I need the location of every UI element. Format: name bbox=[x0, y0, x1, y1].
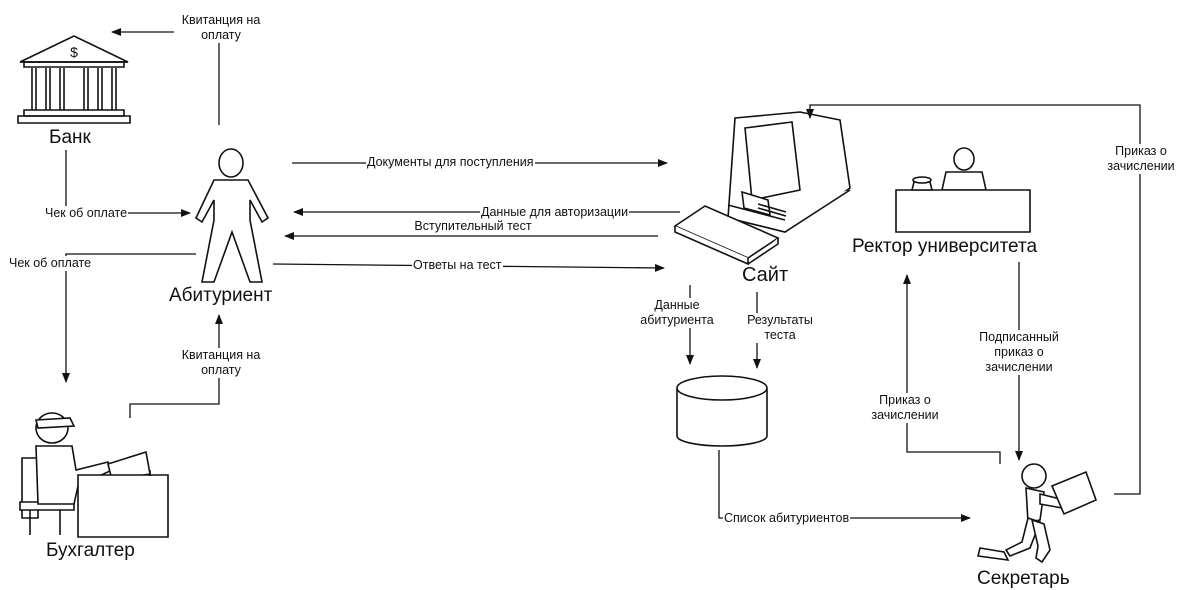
computer-icon bbox=[675, 112, 850, 264]
applicant-icon bbox=[196, 149, 268, 282]
edge-label-payment-check-accountant: Чек об оплате bbox=[8, 256, 93, 271]
edge-label-payment-check-bank: Чек об оплате bbox=[44, 206, 129, 221]
rector-icon bbox=[896, 148, 1030, 232]
edge-label-receipt-to-bank: Квитанция на оплату bbox=[174, 13, 268, 43]
applicant-label: Абитуриент bbox=[169, 285, 273, 306]
connectors bbox=[62, 28, 1140, 522]
edge-label-test-results: Результаты теста bbox=[736, 313, 824, 343]
edge-label-order-to-site: Приказ о зачислении bbox=[1090, 144, 1186, 174]
accountant-icon bbox=[20, 413, 168, 537]
edge-order-to-rector bbox=[903, 274, 1000, 464]
edge-check-to-accountant bbox=[62, 254, 196, 383]
edge-order-to-site bbox=[806, 105, 1140, 494]
secretary-label: Секретарь bbox=[977, 568, 1070, 589]
edge-check-bank-to-applicant bbox=[66, 150, 191, 217]
edge-label-applicant-list: Список абитуриентов bbox=[723, 511, 851, 526]
edge-label-entrance-test: Вступительный тест bbox=[408, 219, 538, 234]
edge-label-auth-data: Данные для авторизации bbox=[480, 205, 630, 220]
edge-applicant-list bbox=[719, 450, 971, 522]
edge-label-receipt-from-accountant: Квитанция на оплату bbox=[174, 348, 268, 378]
bank-icon bbox=[18, 35, 130, 123]
bank-label: Банк bbox=[49, 127, 91, 148]
database-icon bbox=[677, 376, 767, 446]
edge-label-signed-order: Подписанный приказ о зачислении bbox=[958, 330, 1080, 375]
bank-symbol: $ bbox=[70, 44, 78, 60]
accountant-label: Бухгалтер bbox=[46, 540, 135, 561]
edge-label-test-answers: Ответы на тест bbox=[412, 258, 503, 273]
rector-label: Ректор университета bbox=[852, 236, 1038, 257]
secretary-icon bbox=[978, 464, 1096, 562]
edge-receipt-to-bank bbox=[111, 28, 219, 125]
edge-label-documents: Документы для поступления bbox=[366, 155, 535, 170]
edge-label-applicant-data: Данные абитуриента bbox=[631, 298, 723, 328]
edge-label-order-to-rector: Приказ о зачислении bbox=[852, 393, 958, 423]
site-label: Сайт bbox=[742, 264, 789, 286]
